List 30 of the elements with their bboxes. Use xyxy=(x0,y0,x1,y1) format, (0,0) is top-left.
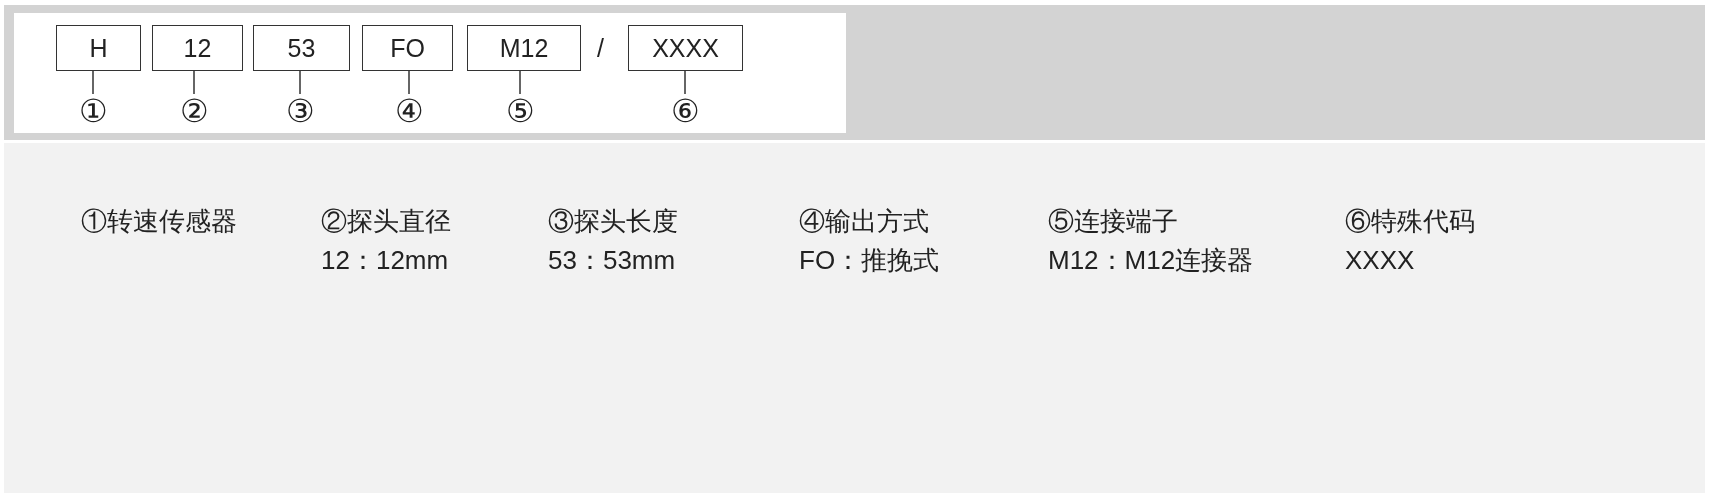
field-value: M12：M12连接器 xyxy=(1048,245,1254,275)
callout-number: ③ xyxy=(283,94,317,128)
field-title: ④输出方式 xyxy=(799,206,929,236)
leader-line xyxy=(299,70,301,95)
leader-line xyxy=(92,70,94,95)
callout-number: ④ xyxy=(392,94,426,128)
field-title: ③探头长度 xyxy=(548,206,678,236)
leader-line xyxy=(408,70,410,95)
leader-line xyxy=(519,70,521,95)
code-box: 53 xyxy=(253,25,350,71)
field-value: XXXX xyxy=(1345,245,1415,275)
code-box: H xyxy=(56,25,141,71)
callout-number: ② xyxy=(177,94,211,128)
leader-line xyxy=(684,70,686,95)
leader-line xyxy=(193,70,195,95)
code-box: M12 xyxy=(467,25,581,71)
field-value: 53：53mm xyxy=(548,245,676,275)
code-box: FO xyxy=(362,25,453,71)
field-value: FO：推挽式 xyxy=(799,245,940,275)
field-title: ⑤连接端子 xyxy=(1048,206,1178,236)
field-value: 12：12mm xyxy=(321,245,449,275)
code-box: XXXX xyxy=(628,25,743,71)
field-title: ①转速传感器 xyxy=(81,206,237,236)
callout-number: ① xyxy=(76,94,110,128)
field-title: ②探头直径 xyxy=(321,206,451,236)
code-box: 12 xyxy=(152,25,243,71)
callout-number: ⑥ xyxy=(668,94,702,128)
separator-slash: / xyxy=(597,33,604,63)
field-title: ⑥特殊代码 xyxy=(1345,206,1475,236)
callout-number: ⑤ xyxy=(503,94,537,128)
